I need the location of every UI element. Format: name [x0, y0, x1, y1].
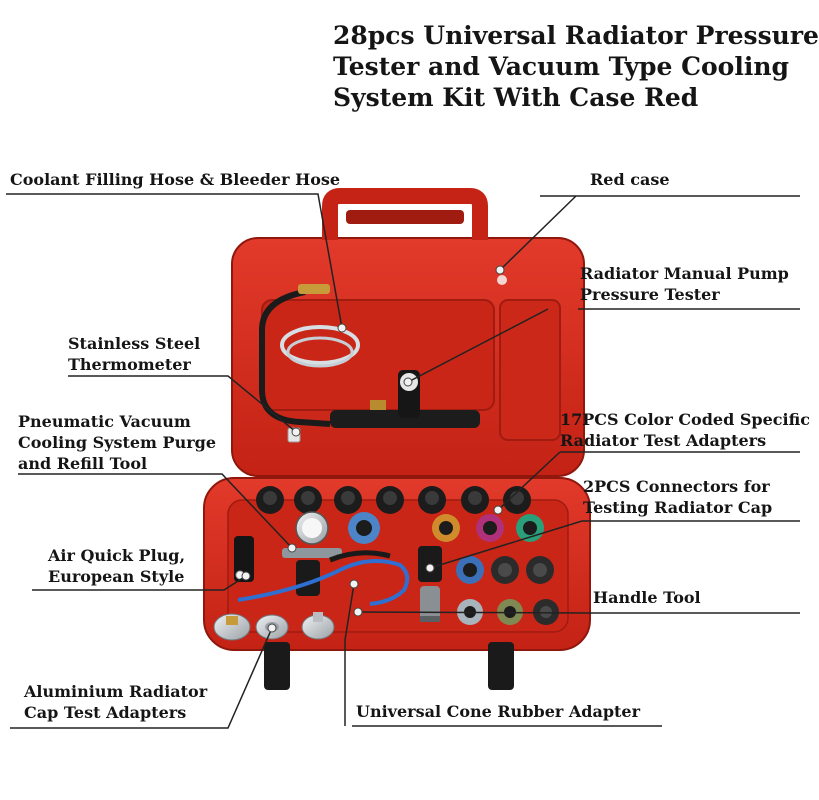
callout-line: Air Quick Plug, — [48, 546, 186, 565]
leader-connectors — [429, 520, 800, 569]
callout-line: 2PCS Connectors for — [583, 477, 770, 496]
leader-test-adapters — [497, 451, 800, 511]
callout-quick-plug: Air Quick Plug, European Style — [48, 545, 185, 587]
leader-vacuum-tool — [18, 473, 293, 549]
title-line: Tester and Vacuum Type Cooling — [333, 52, 790, 81]
callout-line: Universal Cone Rubber Adapter — [356, 702, 641, 721]
callout-aluminium-adapters: Aluminium Radiator Cap Test Adapters — [24, 681, 207, 723]
callout-leader-lines — [6, 193, 800, 729]
callout-red-case: Red case — [590, 169, 670, 190]
callout-line: European Style — [48, 567, 185, 586]
leader-coolant-hose — [6, 193, 343, 329]
leader-thermometer — [68, 375, 297, 433]
leader-manual-pump — [407, 308, 800, 383]
callout-line: Cooling System Purge — [18, 433, 217, 452]
callout-manual-pump: Radiator Manual Pump Pressure Tester — [580, 263, 789, 305]
product-illustration — [203, 188, 591, 690]
callout-line: Handle Tool — [593, 588, 701, 607]
leader-aluminium — [10, 627, 273, 729]
callout-vacuum-tool: Pneumatic Vacuum Cooling System Purge an… — [18, 411, 216, 474]
leader-red-case — [499, 195, 800, 271]
callout-line: Thermometer — [68, 355, 191, 374]
callout-connectors: 2PCS Connectors for Testing Radiator Cap — [583, 476, 772, 518]
callout-line: Stainless Steel — [68, 334, 201, 353]
callout-line: Red case — [590, 170, 670, 189]
callout-cone-adapter: Universal Cone Rubber Adapter — [356, 701, 640, 722]
callout-line: Pressure Tester — [580, 285, 720, 304]
callout-line: and Refill Tool — [18, 454, 148, 473]
page-title: 28pcs Universal Radiator Pressure Tester… — [333, 20, 819, 113]
callout-line: Radiator Test Adapters — [560, 431, 767, 450]
callout-test-adapters: 17PCS Color Coded Specific Radiator Test… — [560, 409, 810, 451]
manual-pump-tester — [259, 284, 480, 428]
title-line: 28pcs Universal Radiator Pressure — [333, 21, 819, 50]
leader-cone — [344, 583, 662, 727]
leader-quick-plug — [32, 575, 247, 591]
callout-line: Pneumatic Vacuum — [18, 412, 191, 431]
callout-coolant-hose: Coolant Filling Hose & Bleeder Hose — [10, 169, 340, 190]
callout-line: 17PCS Color Coded Specific — [560, 410, 810, 429]
callout-handle-tool: Handle Tool — [593, 587, 701, 608]
title-line: System Kit With Case Red — [333, 83, 699, 112]
callout-thermometer: Stainless Steel Thermometer — [68, 333, 200, 375]
callout-line: Testing Radiator Cap — [583, 498, 773, 517]
callout-line: Aluminium Radiator — [24, 682, 208, 701]
callout-line: Cap Test Adapters — [24, 703, 187, 722]
callout-line: Radiator Manual Pump — [580, 264, 789, 283]
callout-line: Coolant Filling Hose & Bleeder Hose — [10, 170, 341, 189]
leader-handle-tool — [357, 611, 800, 614]
